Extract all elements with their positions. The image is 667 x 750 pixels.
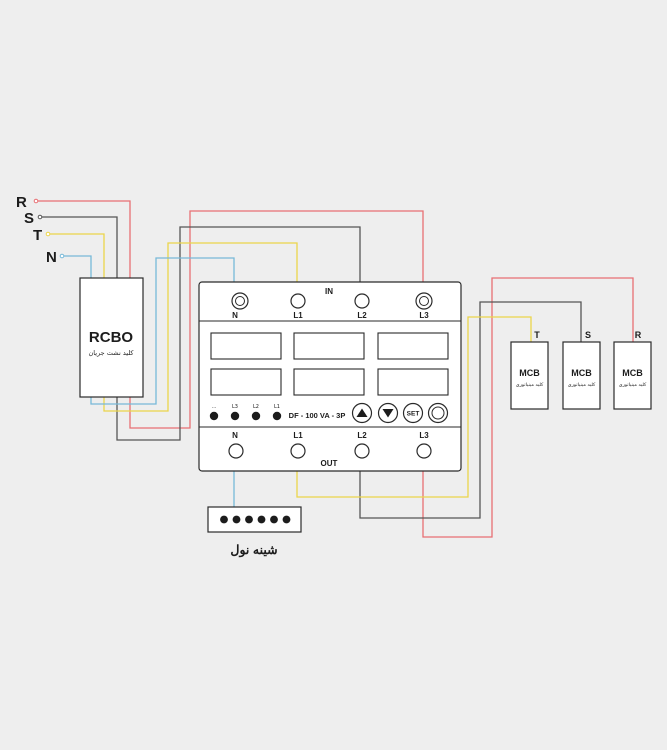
mcb-t-subtitle: کلید مینیاتوری (516, 382, 544, 388)
supply-t-terminal (45, 231, 51, 237)
reset-button[interactable] (427, 402, 449, 424)
device-model: DF - 100 VA - 3P (289, 411, 346, 420)
led-label-2: L3 (232, 404, 238, 410)
wire-n-rcbo-to-n-in (90, 257, 235, 405)
triangle-down-icon (382, 409, 394, 418)
neutral-bus-screw-4 (257, 515, 266, 524)
mcb-t-phase: T (534, 330, 540, 340)
set-button-ring (402, 402, 424, 424)
set-button-label: SET (407, 411, 420, 418)
triangle-up-icon (356, 408, 368, 417)
in-terminal-l2-label: L2 (357, 311, 367, 320)
display-voltage-1 (210, 332, 282, 360)
rcbo-body (79, 277, 144, 398)
wire-t-rcbo-to-l1-in (103, 242, 298, 412)
in-terminal-l3[interactable]: L3 (415, 292, 433, 320)
supply-n-terminal (59, 253, 65, 259)
mcb-t: T MCB کلید مینیاتوری (510, 330, 549, 410)
in-terminal-n[interactable]: N (231, 292, 249, 320)
out-terminal-l1[interactable]: L1 (290, 431, 306, 459)
wire-t-l1-out-to-mcb (296, 316, 532, 498)
mcb-t-title: MCB (519, 368, 540, 378)
rcbo-title: RCBO (89, 329, 133, 346)
down-button[interactable] (377, 402, 399, 424)
wire-r-l3-out-to-mcb (422, 277, 634, 538)
display-current-2 (293, 368, 365, 396)
rcbo-breaker: RCBO کلید نشت جریان (79, 277, 144, 398)
phase-label-n: N (46, 249, 57, 266)
neutral-bus-screw-2 (232, 515, 241, 524)
display-current-1 (210, 368, 282, 396)
mcb-r-body (613, 341, 652, 410)
wire-r-rcbo-to-l3-in (129, 210, 424, 429)
out-terminal-l3[interactable]: L3 (416, 431, 432, 459)
led-indicator-2 (230, 411, 240, 421)
mcb-s: S MCB کلید مینیاتوری (562, 330, 601, 410)
phase-label-s: S (24, 210, 34, 227)
voltage-protector-device: IN OUT N L1 L2 L3 ... L3 (198, 281, 462, 472)
neutral-bus-screw-6 (282, 515, 291, 524)
wire-n-supply (62, 255, 92, 278)
led-indicator-3 (251, 411, 261, 421)
led-label-3: L2 (253, 404, 259, 410)
led-indicator-1 (209, 411, 219, 421)
wire-s-l2-out-to-mcb (359, 301, 582, 519)
mcb-s-subtitle: کلید مینیاتوری (568, 382, 596, 388)
supply-s-terminal (37, 214, 43, 220)
wire-t-supply (48, 233, 105, 278)
neutral-bus-screw-5 (270, 515, 278, 524)
in-terminal-l3-label: L3 (419, 311, 429, 320)
in-terminal-l1-label: L1 (293, 311, 303, 320)
set-button[interactable]: SET (402, 402, 424, 424)
neutral-bus-screw-1 (220, 515, 228, 524)
mcb-s-body (562, 341, 601, 410)
out-terminal-l3-label: L3 (419, 431, 429, 440)
led-label-4: L1 (274, 404, 280, 410)
mcb-r-phase: R (635, 330, 642, 340)
in-terminal-n-label: N (232, 311, 238, 320)
rcbo-subtitle: کلید نشت جریان (89, 349, 135, 357)
wire-s-supply (40, 216, 118, 278)
display-voltage-3 (377, 332, 449, 360)
out-terminal-n-label: N (232, 431, 238, 440)
wire-r-supply (36, 200, 131, 278)
mcb-r-subtitle: کلید مینیاتوری (619, 382, 647, 388)
phase-label-t: T (33, 227, 42, 244)
reset-button-icon (431, 406, 445, 420)
mcb-s-title: MCB (571, 368, 592, 378)
display-voltage-2 (293, 332, 365, 360)
mcb-r: R MCB کلید مینیاتوری (613, 330, 652, 410)
mcb-t-body (510, 341, 549, 410)
mcb-s-phase: S (585, 330, 591, 340)
display-current-3 (377, 368, 449, 396)
phase-label-r: R (16, 194, 27, 211)
in-terminal-l2[interactable]: L2 (354, 293, 370, 320)
in-terminal-l1[interactable]: L1 (290, 293, 306, 320)
mcb-r-title: MCB (622, 368, 643, 378)
out-label: OUT (321, 459, 338, 468)
neutral-bus-screw-3 (245, 515, 253, 524)
out-terminal-n[interactable]: N (228, 431, 244, 459)
out-terminal-l1-label: L1 (293, 431, 303, 440)
led-label-1: ... (212, 404, 217, 410)
neutral-bus: شینه نول (207, 506, 302, 558)
up-button[interactable] (351, 402, 373, 424)
led-indicator-4 (272, 411, 282, 421)
supply-r-terminal (33, 198, 39, 204)
neutral-bus-label: شینه نول (230, 543, 278, 558)
in-label: IN (325, 287, 333, 296)
wire-s-rcbo-to-l2-in (116, 226, 361, 441)
out-terminal-l2-label: L2 (357, 431, 367, 440)
out-terminal-l2[interactable]: L2 (354, 431, 370, 459)
